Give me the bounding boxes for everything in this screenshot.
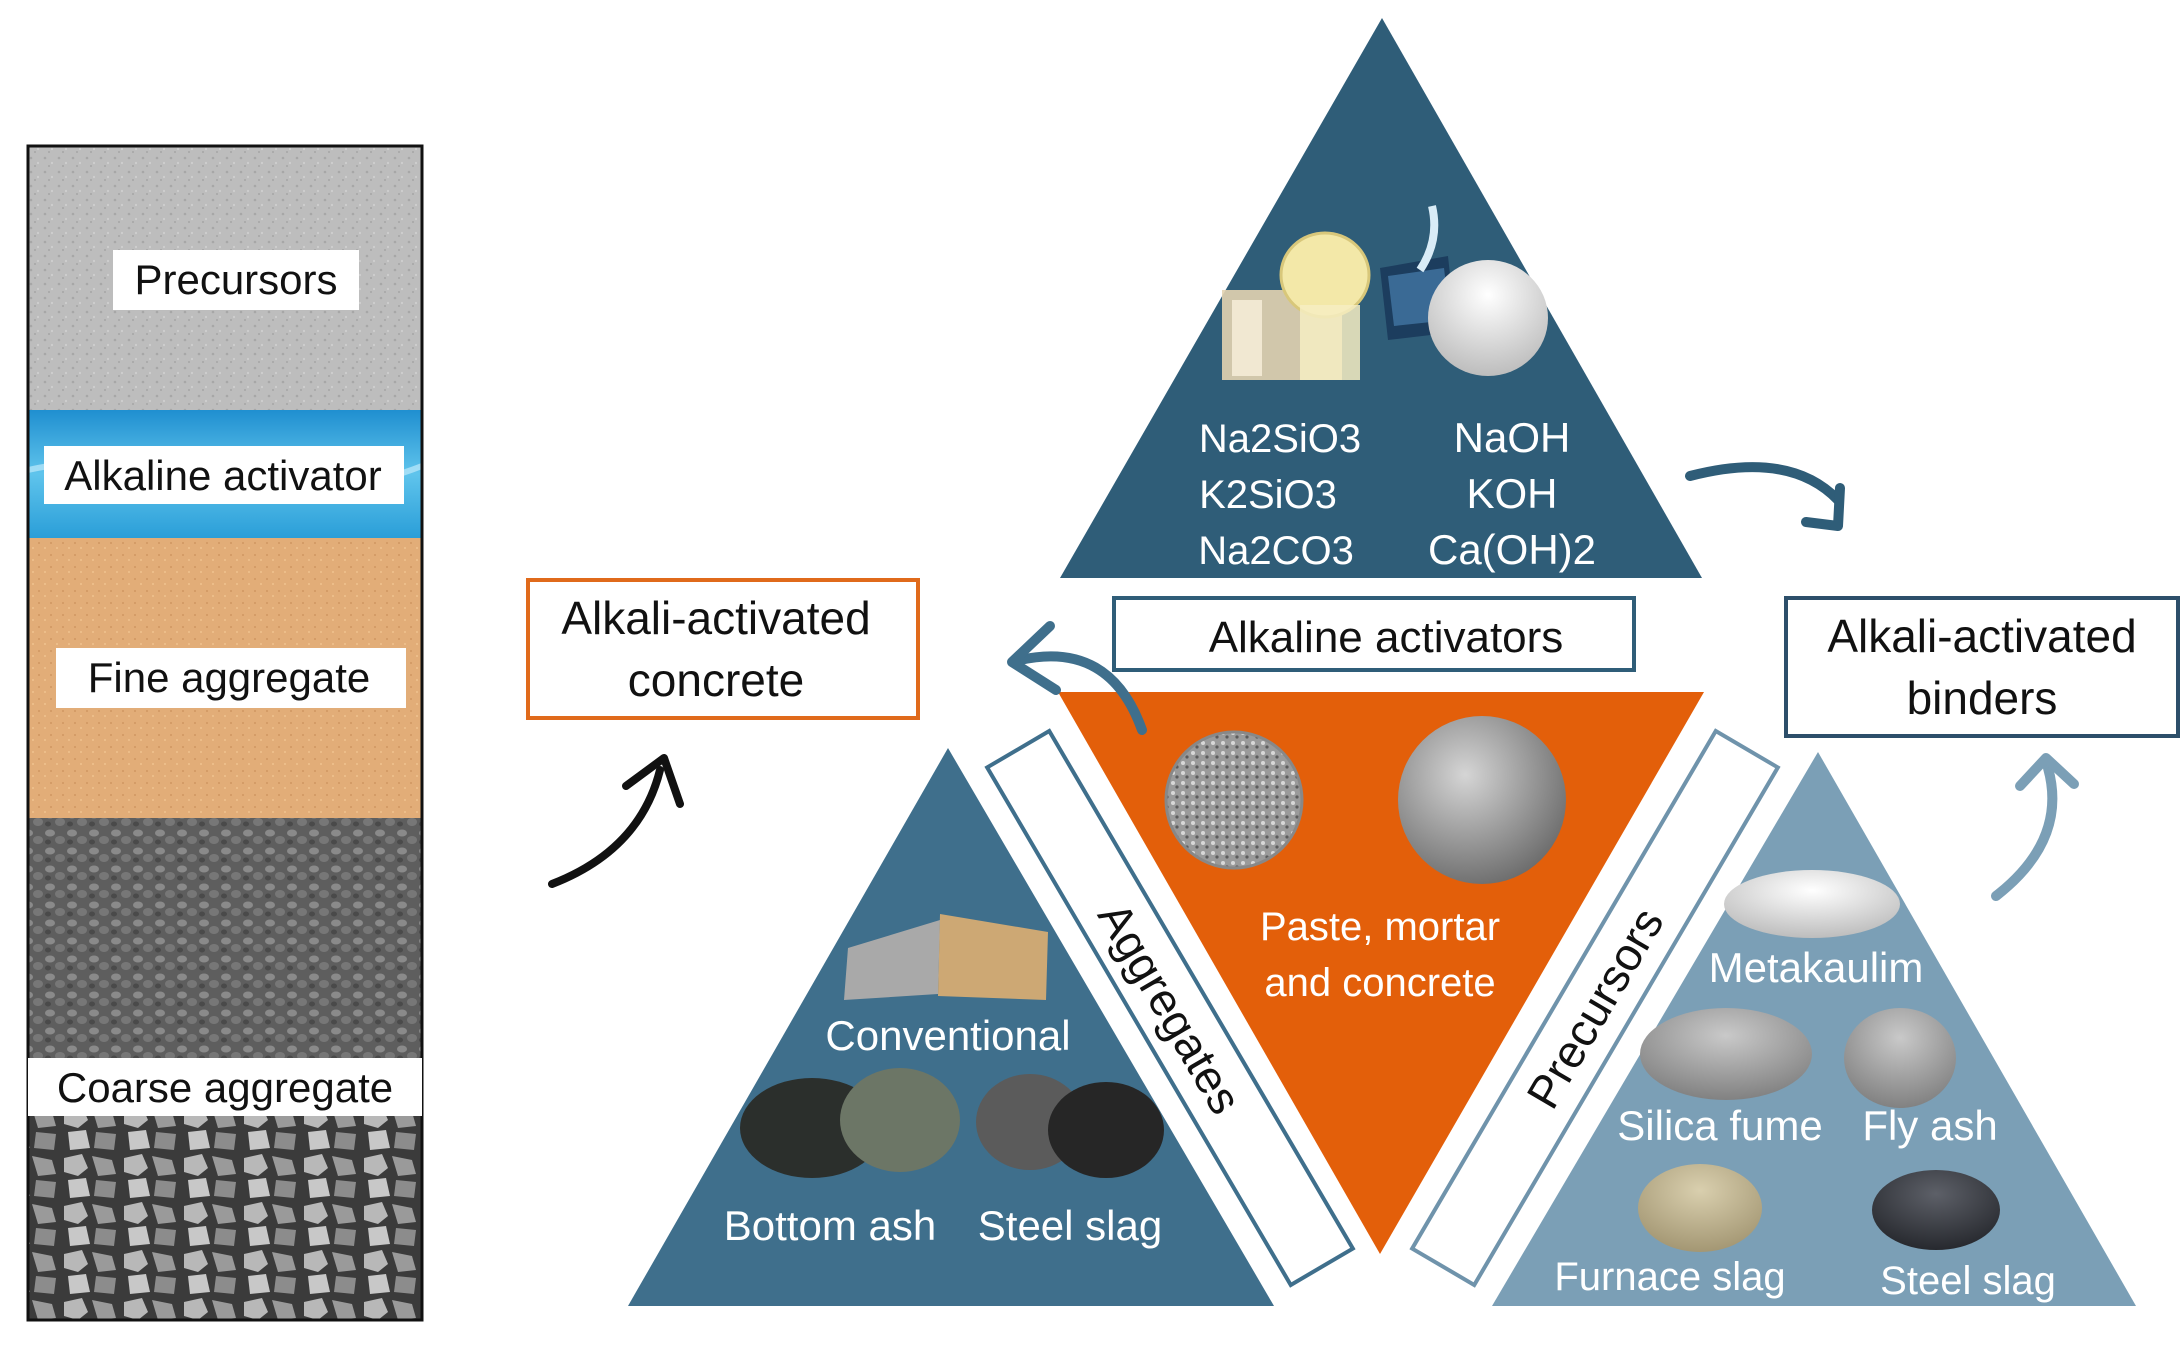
conventional-aggregate-photo (844, 914, 1048, 1000)
column-frame (26, 144, 424, 1322)
paste-disc (1398, 716, 1566, 884)
precursors-triangle (1492, 752, 2136, 1306)
column-to-concrete-arrow (548, 766, 664, 888)
activators-to-binders-arrow (1685, 462, 1843, 505)
aggregate-conventional: Conventional (825, 1012, 1070, 1059)
precursors-arrowhead (2015, 753, 2079, 791)
activator-naoh: NaOH (1454, 414, 1571, 461)
bottom-ash-photo (740, 1068, 960, 1178)
silica-fume-photo (1640, 1008, 1812, 1100)
precursor-steel-slag: Steel slag (1880, 1259, 2056, 1303)
activators-arrowhead (1801, 483, 1845, 531)
activator-na2co3: Na2CO3 (1198, 529, 1354, 573)
coarse-aggregate-label: Coarse aggregate (57, 1064, 393, 1111)
activator-caoh2: Ca(OH)2 (1428, 526, 1596, 573)
activator-koh: KOH (1466, 470, 1557, 517)
aggregate-steel-slag: Steel slag (978, 1202, 1162, 1249)
activators-triangle (1060, 18, 1702, 578)
precursor-silica-fume: Silica fume (1617, 1102, 1822, 1149)
fine-aggregate-label: Fine aggregate (88, 654, 371, 701)
metakaulim-photo (1724, 870, 1900, 938)
coarse-aggregate-label-box (28, 1058, 422, 1116)
center-line2: and concrete (1264, 961, 1495, 1005)
material-column: Precursors Alkaline activator Fine aggre… (26, 144, 424, 1322)
concrete-box (526, 578, 920, 720)
fly-ash-photo (1844, 1008, 1956, 1108)
precursor-label-box (113, 250, 359, 310)
precursor-fly-ash: Fly ash (1862, 1102, 1997, 1149)
activators-box (1112, 596, 1636, 672)
activator-label: Alkaline activator (64, 452, 381, 499)
concrete-box-line1: Alkali-activated (561, 592, 870, 644)
precursor-furnace-slag: Furnace slag (1554, 1255, 1785, 1299)
activator-label-box (44, 446, 404, 504)
precursor-label: Precursors (134, 256, 337, 303)
precursors-to-binders-arrow (1991, 763, 2058, 901)
binders-box (1784, 596, 2180, 738)
coarse-aggregate-layer (28, 1108, 422, 1320)
center-arrowhead (1007, 621, 1061, 695)
binders-box-line1: Alkali-activated (1827, 610, 2136, 662)
concrete-disc (1164, 730, 1304, 870)
aggregate-bottom-ash: Bottom ash (724, 1202, 936, 1249)
steel-slag-aggregate-photo (976, 1074, 1164, 1178)
activator-na2sio3: Na2SiO3 (1199, 417, 1361, 461)
activators-box-label: Alkaline activators (1209, 613, 1564, 662)
binders-box-line2: binders (1907, 672, 2058, 724)
concrete-box-line2: concrete (628, 654, 804, 706)
center-to-concrete-arrow (1015, 651, 1147, 735)
activator-chemicals-photo (1222, 205, 1548, 380)
column-arrowhead (622, 754, 684, 808)
precursor-metakaulim: Metakaulim (1709, 944, 1924, 991)
fine-aggregate-label-box (56, 648, 406, 708)
steel-slag-precursor-photo (1872, 1170, 2000, 1250)
center-line1: Paste, mortar (1260, 905, 1500, 949)
furnace-slag-photo (1638, 1164, 1762, 1252)
activator-k2sio3: K2SiO3 (1199, 473, 1337, 517)
